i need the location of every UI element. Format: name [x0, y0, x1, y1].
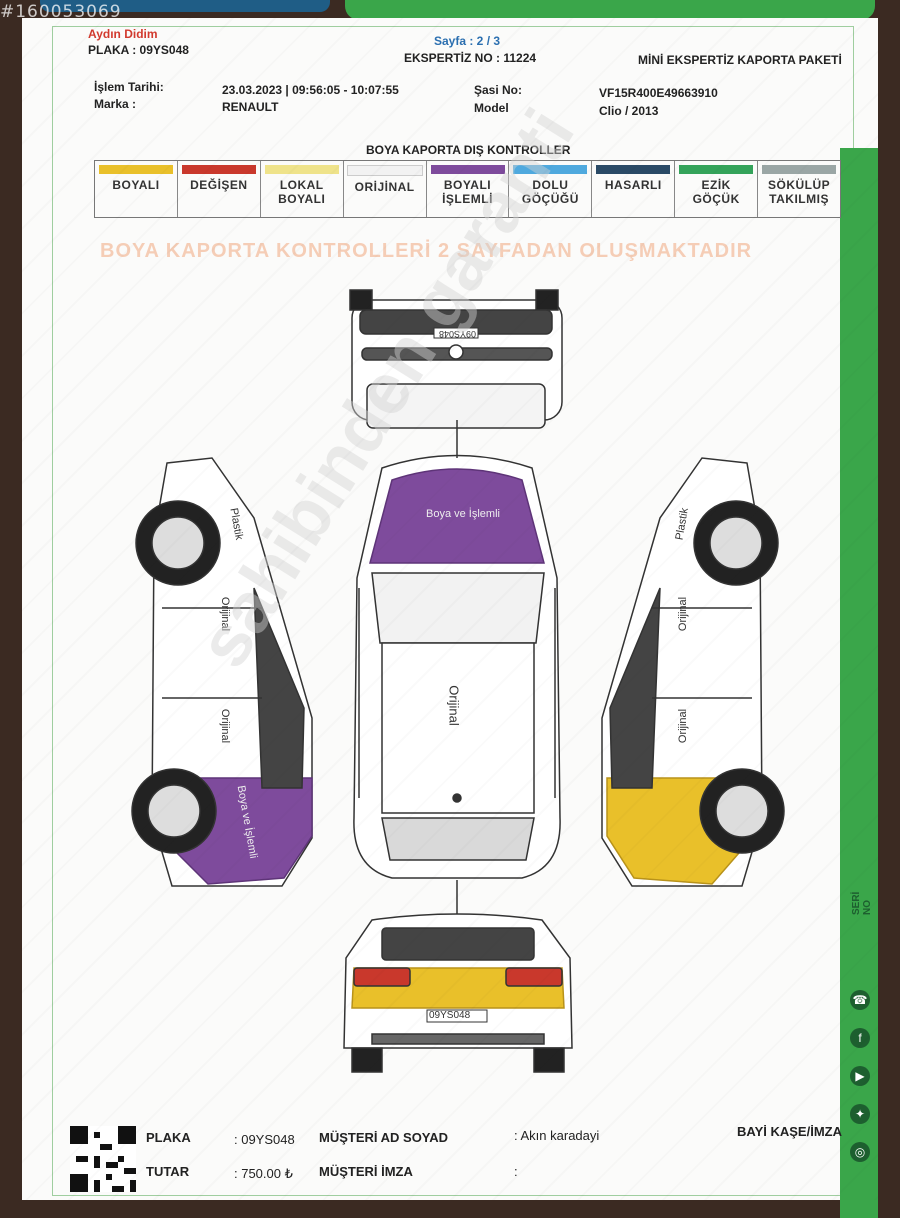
- legend-label: BOYALI İŞLEMLİ: [442, 178, 493, 206]
- signature-label: MÜŞTERİ İMZA: [319, 1164, 413, 1179]
- amount-label: TUTAR: [146, 1164, 190, 1179]
- legend-label: SÖKÜLÜP TAKILMIŞ: [767, 178, 831, 206]
- legend-item: DEĞİŞEN: [178, 161, 261, 217]
- page-number: Sayfa : 2 / 3: [434, 34, 501, 48]
- date-label: İşlem Tarihi:: [94, 80, 164, 94]
- qr-code: [70, 1126, 136, 1192]
- legend-label: EZİK GÖÇÜK: [692, 178, 740, 206]
- amount-value: : 750.00 ₺: [234, 1166, 293, 1181]
- instagram-icon: ◎: [850, 1142, 870, 1162]
- legend-item: HASARLI: [592, 161, 676, 217]
- top-green-tab: [345, 0, 875, 20]
- right-side-view: [601, 457, 785, 887]
- whatsapp-icon: ☎: [850, 990, 870, 1010]
- legend-swatch: [98, 165, 173, 174]
- left-side-view: [131, 457, 313, 887]
- facebook-icon: f: [850, 1028, 870, 1048]
- customer-label: MÜŞTERİ AD SOYAD: [319, 1130, 449, 1145]
- left-rear-door-note: Orijinal: [219, 708, 232, 744]
- legend-swatch: [679, 165, 754, 174]
- report-number: EKSPERTİZ NO : 11224: [404, 51, 537, 65]
- right-front-door-note: Orijinal: [677, 596, 690, 632]
- top-blue-tab: [40, 0, 330, 12]
- rear-view: [343, 913, 573, 1073]
- legend-label: ORİJİNAL: [354, 180, 415, 194]
- legend-title: BOYA KAPORTA DIŞ KONTROLLER: [366, 143, 571, 157]
- legend-swatch: [264, 165, 339, 174]
- legend-item: BOYALI İŞLEMLİ: [427, 161, 510, 217]
- model-value: Clio / 2013: [599, 104, 659, 118]
- legend-label: DEĞİŞEN: [190, 178, 248, 192]
- model-label: Model: [474, 101, 509, 115]
- legend-swatch: [596, 165, 671, 174]
- chassis-value: VF15R400E49663910: [599, 86, 718, 100]
- youtube-icon: ▶: [850, 1066, 870, 1086]
- customer-value: : Akın karadayi: [514, 1128, 600, 1143]
- legend-swatch: [181, 165, 256, 174]
- legend-swatch: [430, 165, 505, 174]
- car-damage-diagram: [131, 289, 785, 1073]
- dealer-stamp-label: BAYİ KAŞE/İMZA: [737, 1124, 842, 1139]
- legend-swatch: [346, 165, 423, 176]
- front-view: [349, 289, 563, 429]
- plate-line: PLAKA : 09YS048: [88, 43, 189, 57]
- chassis-label: Şasi No:: [474, 83, 523, 97]
- rear-plate: 09YS048: [429, 1010, 471, 1021]
- footer-plate-label: PLAKA: [146, 1130, 191, 1145]
- roof-note: Orijinal: [446, 685, 462, 726]
- report-paper: SERİ NO ☎ f ▶ ✦ ◎ Aydın Didim PLAKA : 09…: [22, 18, 878, 1218]
- legend-swatch: [513, 165, 588, 174]
- legend-label: LOKAL BOYALI: [278, 178, 326, 206]
- legend-item: LOKAL BOYALI: [261, 161, 344, 217]
- faded-notice: BOYA KAPORTA KONTROLLERİ 2 SAYFADAN OLUŞ…: [100, 240, 753, 262]
- hood-note: Boya ve İşlemli: [426, 508, 500, 520]
- photo-id: #160053069: [0, 2, 122, 22]
- package-name: MİNİ EKSPERTİZ KAPORTA PAKETİ: [638, 53, 842, 67]
- branch-name: Aydın Didim: [88, 27, 158, 41]
- brand-value: RENAULT: [222, 100, 279, 114]
- right-rear-door-note: Orijinal: [677, 708, 690, 744]
- paint-legend: BOYALI DEĞİŞEN LOKAL BOYALI ORİJİNAL BOY…: [94, 160, 841, 218]
- legend-label: DOLU GÖÇÜĞÜ: [521, 178, 579, 206]
- legend-item: ORİJİNAL: [344, 161, 427, 217]
- legend-label: HASARLI: [604, 178, 662, 192]
- legend-item: DOLU GÖÇÜĞÜ: [509, 161, 593, 217]
- footer-plate-value: : 09YS048: [234, 1132, 295, 1147]
- green-side-strip: SERİ NO ☎ f ▶ ✦ ◎: [840, 148, 878, 1218]
- brand-label: Marka :: [94, 97, 137, 111]
- legend-item: SÖKÜLÜP TAKILMIŞ: [758, 161, 840, 217]
- twitter-icon: ✦: [850, 1104, 870, 1124]
- date-value: 23.03.2023 | 09:56:05 - 10:07:55: [222, 83, 399, 97]
- signature-value: :: [514, 1164, 518, 1179]
- legend-item: BOYALI: [95, 161, 178, 217]
- legend-label: BOYALI: [112, 178, 160, 192]
- hood-panel: [369, 468, 545, 564]
- legend-swatch: [762, 165, 837, 174]
- top-view: [353, 420, 561, 918]
- legend-item: EZİK GÖÇÜK: [675, 161, 759, 217]
